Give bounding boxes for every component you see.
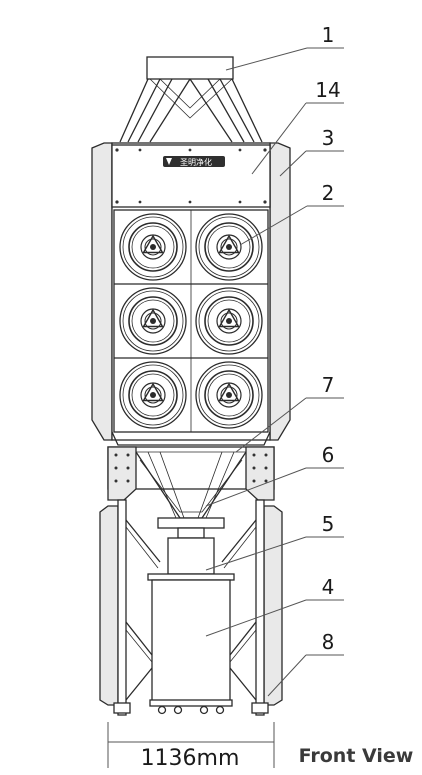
filter-cartridge [119,361,187,429]
top-panel: 圣明净化 [111,144,271,208]
outlet-duct [119,56,263,143]
callout-14: 14 [315,78,340,102]
width-dimension-label: 1136mm [141,746,240,771]
filter-cartridge [119,287,187,355]
callout-1: 1 [322,23,335,47]
svg-text:圣明净化: 圣明净化 [180,157,212,167]
callout-4: 4 [322,575,335,599]
support-legs [99,499,283,716]
hopper-frame [107,431,275,501]
callout-5: 5 [322,512,335,536]
dust-bin [147,537,235,715]
filter-cartridges [119,213,263,429]
dust-cone [135,451,247,539]
callout-3: 3 [322,126,335,150]
brand-logo: 圣明净化 [163,156,225,167]
callout-8: 8 [322,630,335,654]
width-dimension: 1136mm [107,722,275,771]
filter-cartridge [195,287,263,355]
callout-2: 2 [322,181,335,205]
filter-cartridge [119,213,187,281]
callout-6: 6 [322,443,335,467]
callout-labels: 1 14 3 2 7 6 5 4 8 [315,23,340,654]
filter-cartridge [195,213,263,281]
leader-lines [205,47,344,697]
filter-cartridge [195,361,263,429]
callout-7: 7 [322,373,335,397]
view-title: Front View [299,745,414,767]
